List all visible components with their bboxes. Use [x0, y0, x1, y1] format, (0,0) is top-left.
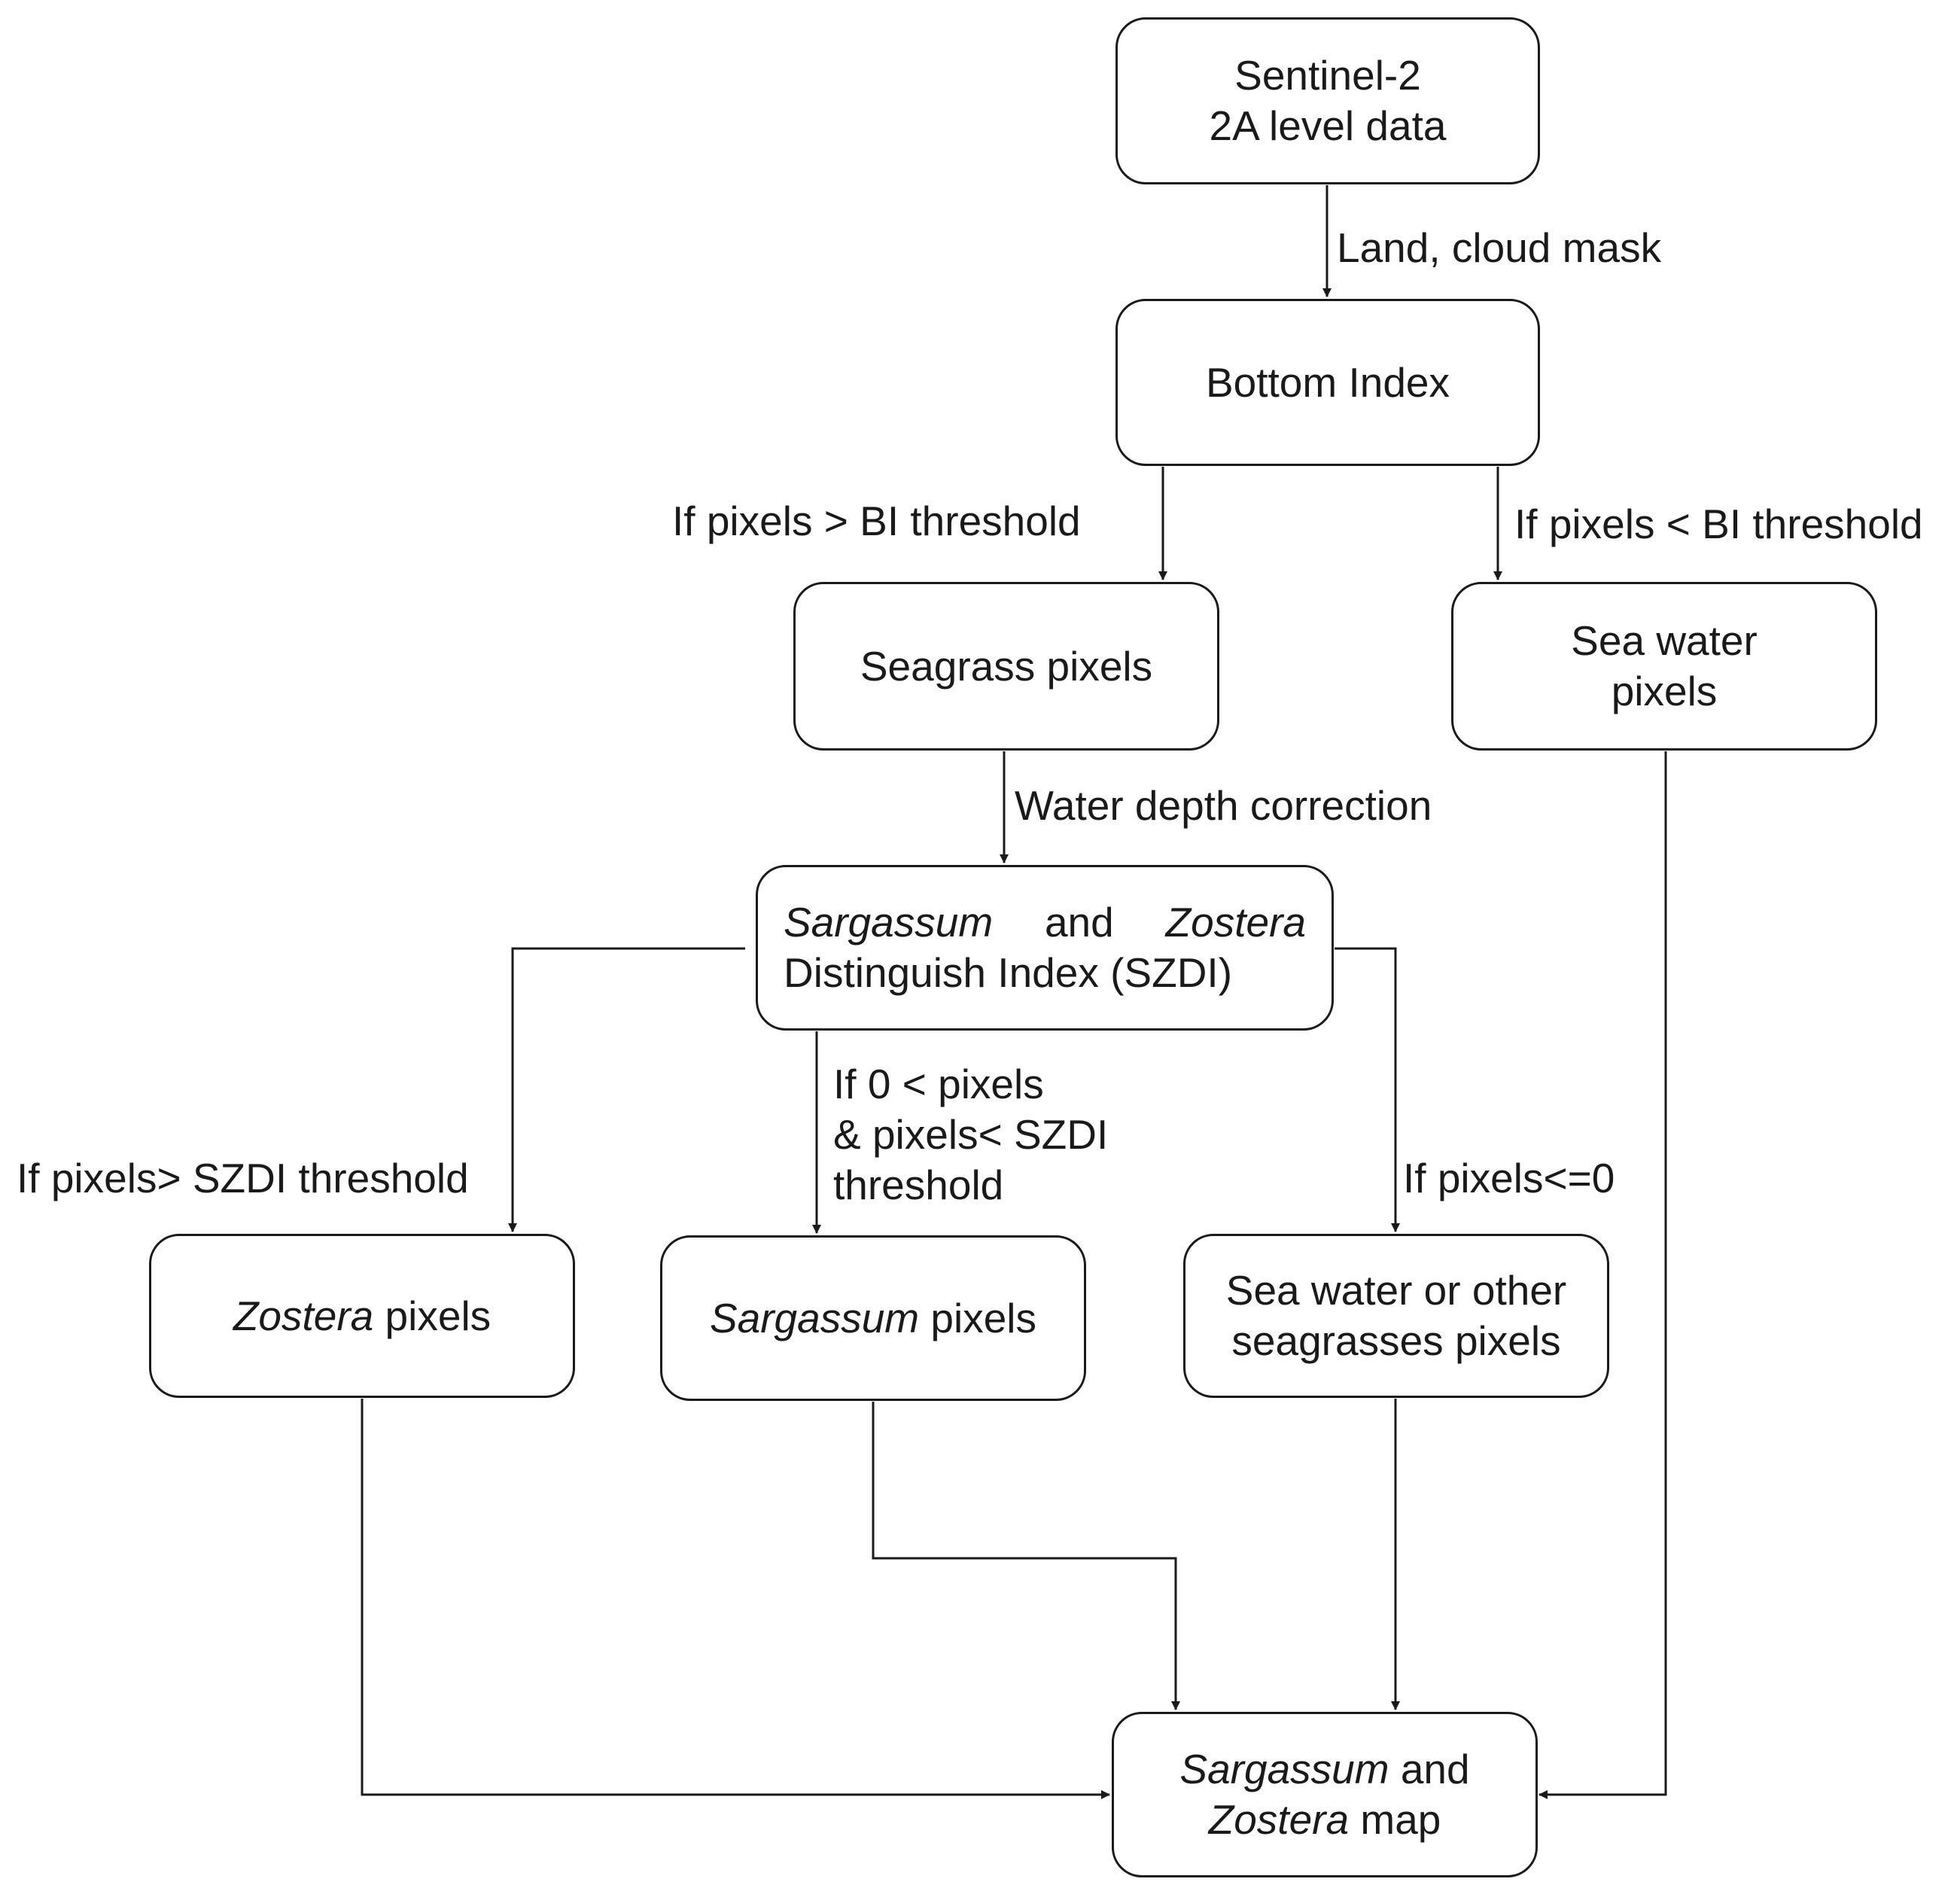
node-szdi-line1: Sargassum and Zostera — [784, 897, 1306, 948]
node-final-map: Sargassum and Zostera map — [1112, 1712, 1538, 1877]
edge-label-szdi-between-line3: threshold — [833, 1162, 1004, 1208]
node-other-line1: Sea water or other — [1225, 1267, 1567, 1314]
node-zostera-pixels: Zostera pixels — [149, 1234, 575, 1398]
node-sargassum-rest: pixels — [919, 1294, 1037, 1341]
node-sargassum-italic: Sargassum — [709, 1294, 920, 1341]
node-sargassum-label: Sargassum pixels — [710, 1293, 1036, 1344]
node-szdi-word-sargassum: Sargassum — [784, 899, 994, 945]
node-szdi-line2: Distinguish Index (SZDI) — [784, 948, 1306, 998]
edge-label-land-cloud-mask: Land, cloud mask — [1337, 224, 1662, 271]
node-szdi-word-zostera: Zostera — [1165, 899, 1306, 945]
edge-szdi-to-zostera — [508, 947, 745, 1232]
edge-label-bi-below: If pixels < BI threshold — [1514, 501, 1923, 547]
node-sargassum-pixels: Sargassum pixels — [660, 1235, 1086, 1401]
node-seagrass-label: Seagrass pixels — [860, 642, 1153, 690]
node-sentinel-line2: 2A level data — [1209, 102, 1447, 149]
edge-label-szdi-above: If pixels> SZDI threshold — [17, 1155, 469, 1201]
node-other-pixels: Sea water or other seagrasses pixels — [1183, 1234, 1609, 1398]
node-seagrass-pixels: Seagrass pixels — [793, 582, 1219, 751]
edge-label-szdi-between: If 0 < pixels & pixels< SZDI threshold — [833, 1059, 1108, 1210]
node-sea-water-line1: Sea water — [1571, 617, 1758, 664]
node-szdi: Sargassum and Zostera Distinguish Index … — [756, 865, 1334, 1031]
node-sentinel-line1: Sentinel-2 — [1234, 52, 1421, 99]
edge-sea-water-to-map — [1538, 751, 1667, 1799]
node-szdi-word-and: and — [1044, 899, 1114, 945]
node-bottom-index-label: Bottom Index — [1205, 358, 1450, 406]
edge-label-szdi-between-line1: If 0 < pixels — [833, 1061, 1044, 1107]
node-map-line2: Zostera map — [1209, 1795, 1441, 1845]
node-map-rest1: and — [1389, 1746, 1470, 1792]
node-map-italic2: Zostera — [1208, 1796, 1350, 1843]
edge-label-bi-above: If pixels > BI threshold — [672, 498, 1081, 544]
edge-zostera-to-map — [361, 1399, 1110, 1799]
node-sentinel-data: Sentinel-2 2A level data — [1115, 17, 1540, 184]
node-other-line2: seagrasses pixels — [1231, 1317, 1561, 1364]
node-sea-water-pixels: Sea water pixels — [1451, 582, 1877, 751]
edge-sargassum-to-map — [872, 1402, 1180, 1710]
node-map-italic1: Sargassum — [1179, 1746, 1389, 1792]
edge-label-water-depth: Water depth correction — [1015, 782, 1432, 829]
node-zostera-label: Zostera pixels — [233, 1291, 491, 1341]
node-zostera-rest: pixels — [373, 1292, 492, 1339]
node-szdi-line2-text: Distinguish Index (SZDI) — [784, 949, 1233, 996]
node-bottom-index: Bottom Index — [1115, 299, 1540, 466]
node-zostera-italic: Zostera — [233, 1292, 374, 1339]
edge-szdi-to-other — [1335, 947, 1400, 1232]
node-map-line1: Sargassum and — [1179, 1744, 1469, 1795]
edge-label-szdi-nonpositive: If pixels<=0 — [1403, 1155, 1615, 1201]
node-sea-water-line2: pixels — [1611, 668, 1718, 714]
edge-label-szdi-between-line2: & pixels< SZDI — [833, 1111, 1109, 1158]
node-map-rest2: map — [1349, 1796, 1441, 1843]
